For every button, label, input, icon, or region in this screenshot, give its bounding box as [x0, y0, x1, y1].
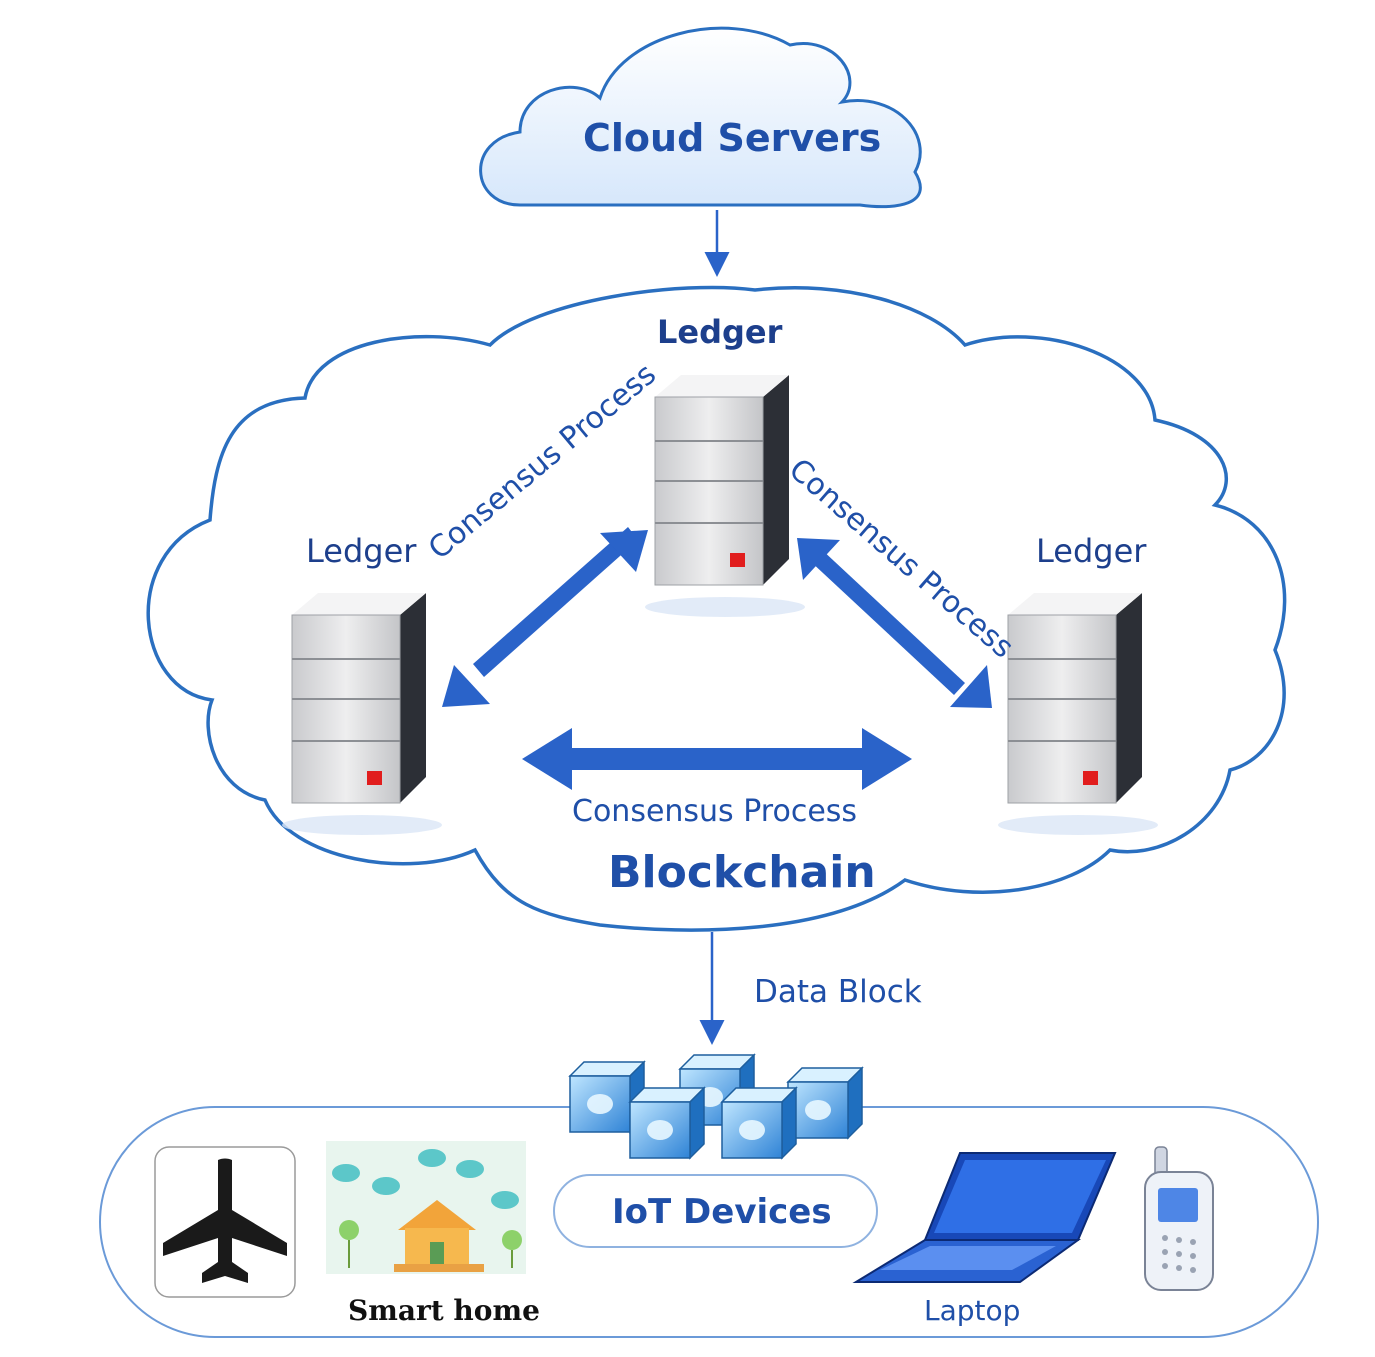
iot-devices-label: IoT Devices — [612, 1192, 832, 1232]
consensus-label-left-right: Consensus Process — [572, 794, 858, 829]
laptop-icon — [852, 1152, 1117, 1283]
smart-home-icon — [326, 1141, 526, 1274]
cloud-servers-shape — [479, 26, 922, 209]
consensus-arrow-left-right — [522, 728, 912, 790]
ledger-label-top: Ledger — [657, 313, 783, 351]
airplane-icon — [154, 1146, 296, 1298]
cloud-servers-label: Cloud Servers — [583, 116, 882, 160]
consensus-arrow-top-right — [797, 538, 992, 708]
ledger-label-left: Ledger — [306, 532, 417, 570]
mobile-phone-icon — [1144, 1146, 1214, 1291]
consensus-arrow-top-left — [442, 527, 648, 707]
ledger-label-right: Ledger — [1036, 532, 1147, 570]
blockchain-label: Blockchain — [608, 847, 876, 898]
laptop-label: Laptop — [924, 1294, 1021, 1327]
iot-label-pill — [553, 1174, 878, 1248]
smart-home-label: Smart home — [348, 1294, 540, 1327]
data-block-label: Data Block — [754, 974, 922, 1010]
